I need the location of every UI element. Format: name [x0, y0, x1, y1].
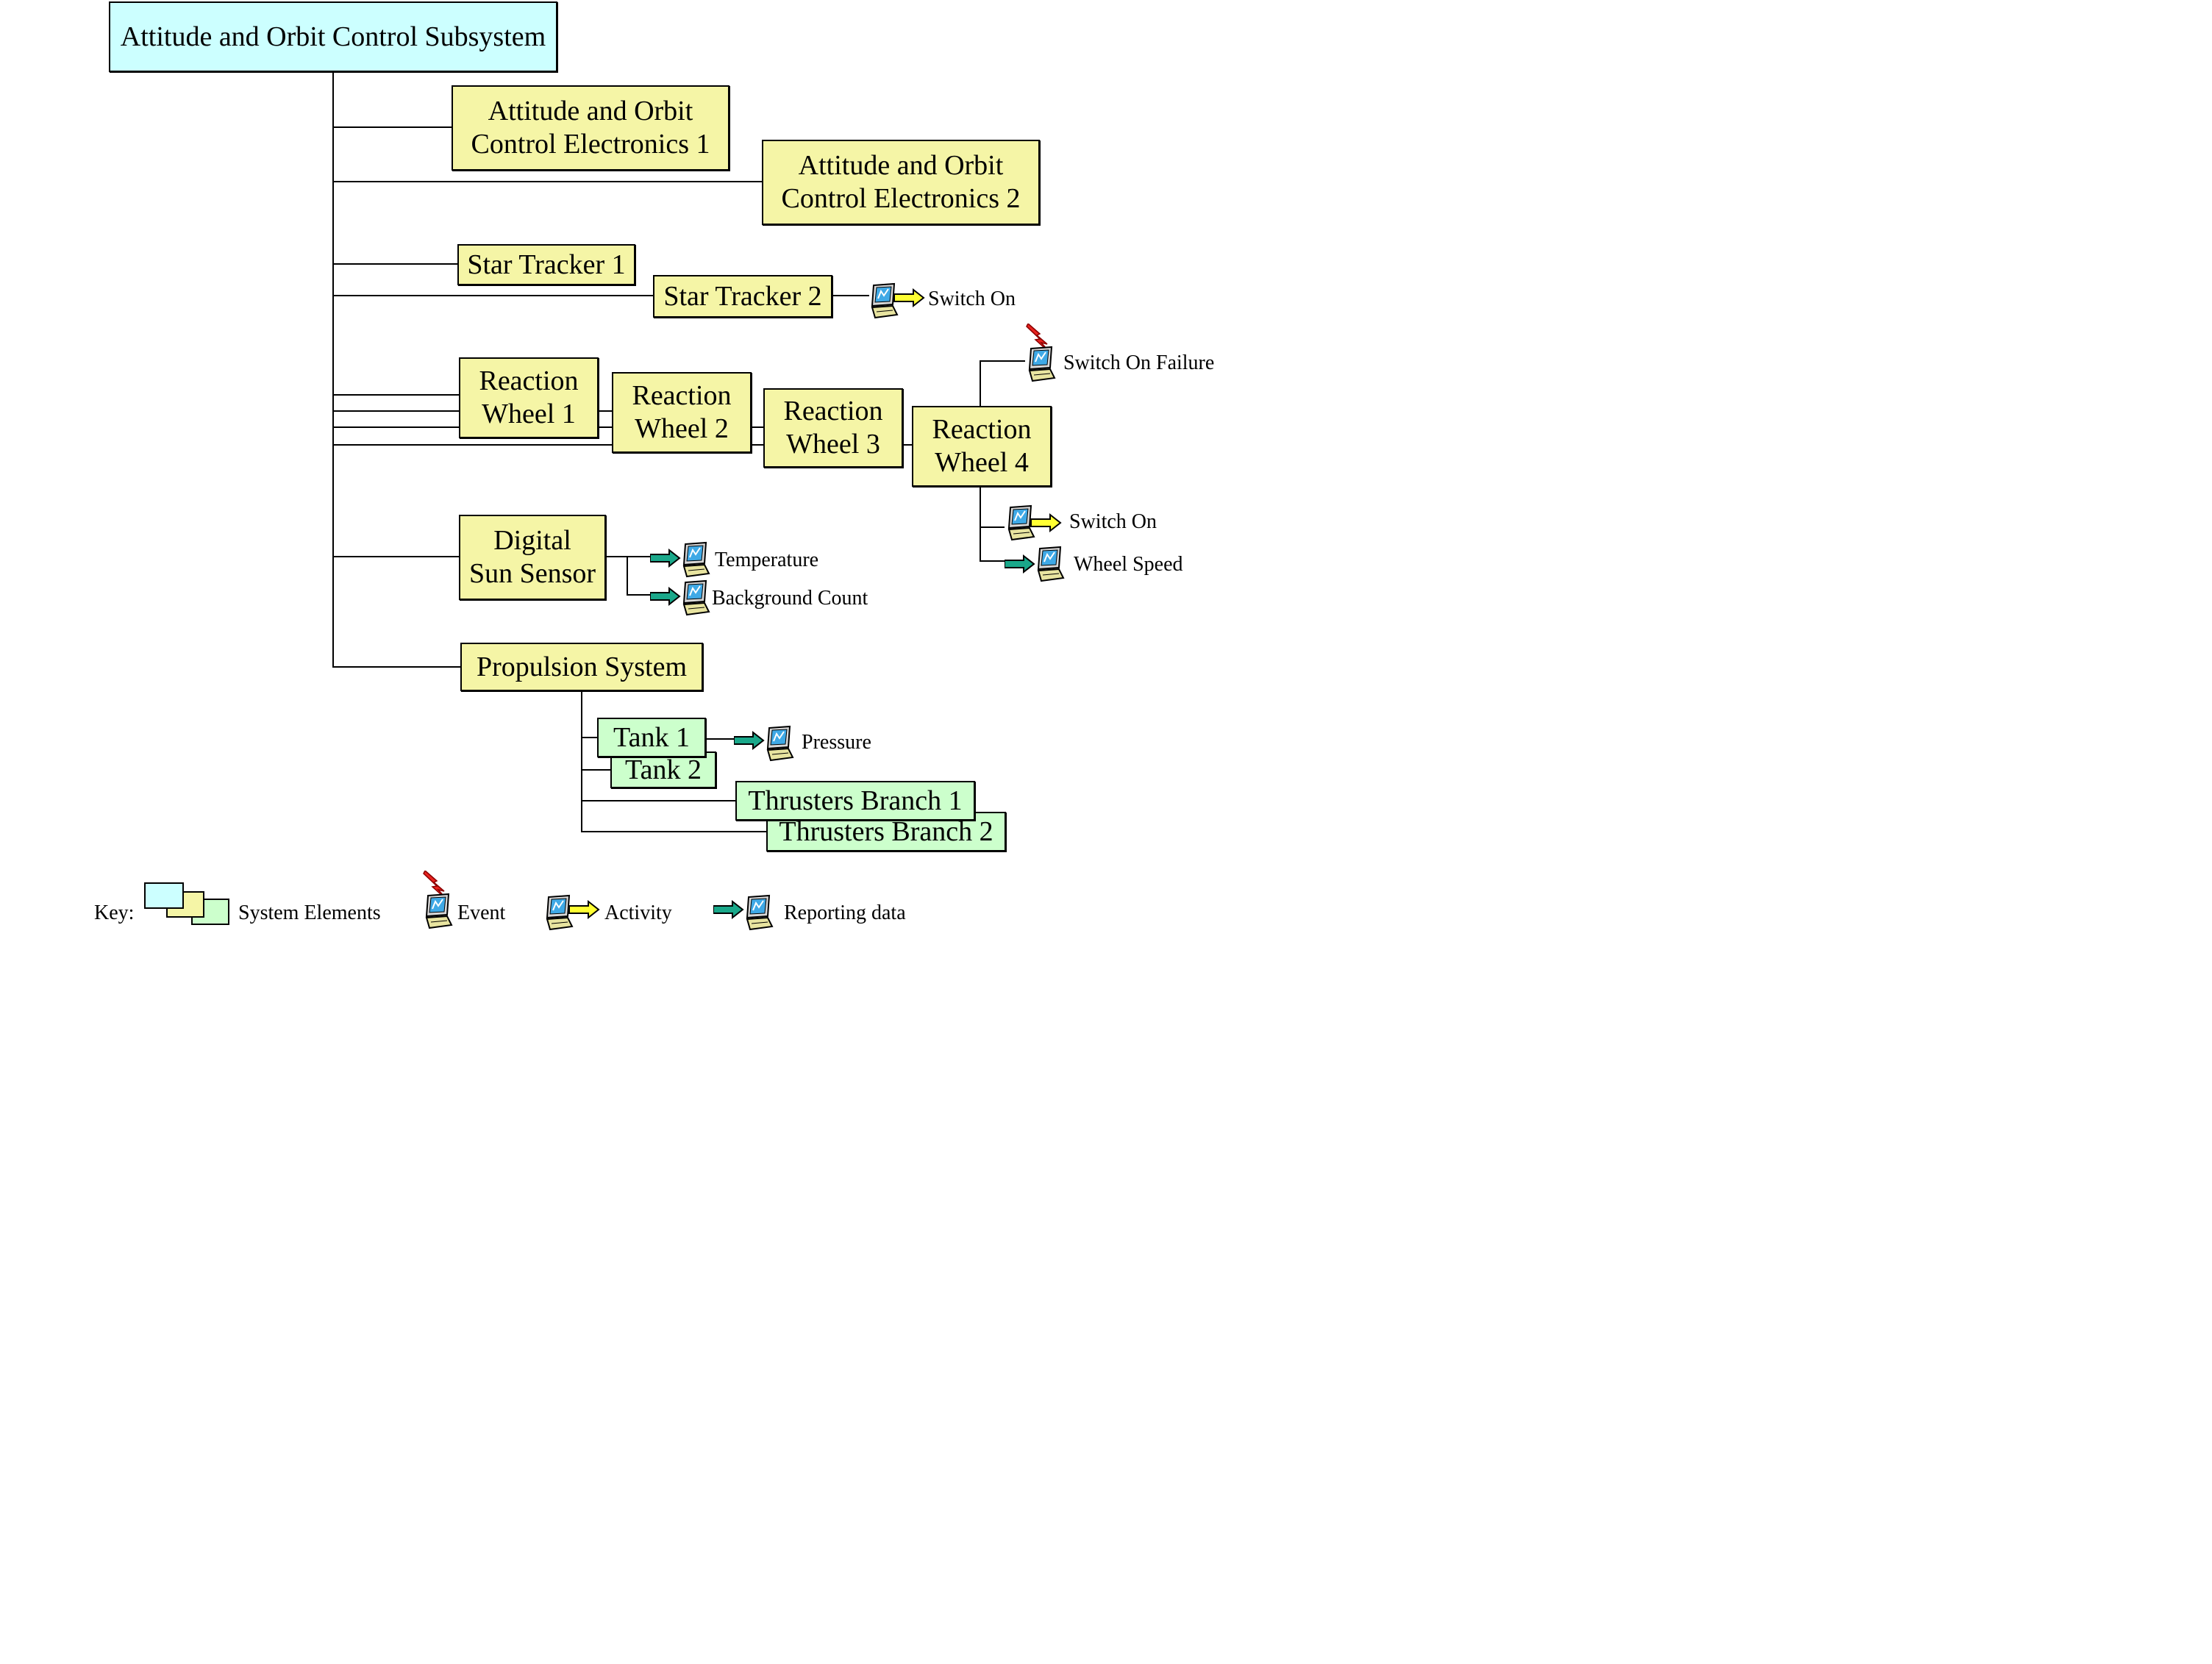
- activity-icon: [1008, 505, 1061, 540]
- connector-rw4-switchon: [980, 526, 1005, 528]
- element-aoce-1-label: Attitude and Orbit Control Electronics 1: [471, 96, 710, 160]
- element-thrusters-branch-1-label: Thrusters Branch 1: [748, 785, 963, 816]
- connector-rw4-event-v: [980, 360, 981, 406]
- element-propulsion-system[interactable]: Propulsion System: [460, 643, 703, 691]
- key-title: Key:: [94, 901, 135, 924]
- reporting-icon: [650, 542, 710, 577]
- connector-dss-out: [606, 556, 650, 557]
- element-tank-1-label: Tank 1: [613, 721, 690, 753]
- key-swatch-cyan: [144, 882, 184, 909]
- annotation-rw4-switch-on-failure: Switch On Failure: [1063, 351, 1215, 374]
- reporting-icon: [650, 580, 710, 615]
- annotation-dss-background-count: Background Count: [712, 587, 868, 610]
- element-thrusters-branch-1[interactable]: Thrusters Branch 1: [735, 781, 975, 821]
- element-star-tracker-2-label: Star Tracker 2: [663, 280, 822, 312]
- element-reaction-wheel-2[interactable]: Reaction Wheel 2: [612, 372, 752, 453]
- key-reporting-data: Reporting data: [784, 901, 906, 924]
- annotation-tank1-pressure: Pressure: [802, 731, 871, 754]
- element-star-tracker-1[interactable]: Star Tracker 1: [457, 244, 635, 285]
- reporting-icon: [734, 726, 793, 761]
- element-star-tracker-1-label: Star Tracker 1: [467, 249, 626, 280]
- connector-aoce2: [332, 181, 762, 182]
- element-tank-2-label: Tank 2: [625, 754, 702, 785]
- connector-dss: [332, 556, 459, 557]
- element-reaction-wheel-4-label: Reaction Wheel 4: [932, 414, 1032, 478]
- element-propulsion-system-label: Propulsion System: [476, 651, 688, 682]
- connector-trunk: [332, 71, 334, 668]
- key-system-elements: System Elements: [238, 901, 381, 924]
- activity-icon: [546, 895, 599, 930]
- connector-tb2: [581, 831, 766, 832]
- element-tank-2[interactable]: Tank 2: [610, 751, 716, 788]
- element-thrusters-branch-2-label: Thrusters Branch 2: [779, 815, 993, 847]
- connector-st2-activity: [831, 295, 869, 296]
- reporting-icon: [1005, 546, 1064, 582]
- connector-rw1: [332, 394, 459, 396]
- connector-tank2: [581, 769, 610, 771]
- connector-tb1: [581, 800, 735, 801]
- connector-rw4-event-h: [980, 360, 1025, 362]
- connector-st2: [332, 295, 653, 296]
- element-reaction-wheel-3-label: Reaction Wheel 3: [783, 396, 883, 460]
- annotation-st2-switch-on: Switch On: [928, 288, 1016, 310]
- connector-aoce1: [332, 126, 452, 128]
- key-activity: Activity: [604, 901, 672, 924]
- annotation-dss-temperature: Temperature: [715, 549, 819, 571]
- subsystem-root-label: Attitude and Orbit Control Subsystem: [120, 21, 546, 52]
- activity-icon: [871, 283, 924, 318]
- key-event: Event: [457, 901, 506, 924]
- connector-tank1: [581, 737, 597, 738]
- connector-prop: [332, 666, 460, 668]
- element-aoce-2-label: Attitude and Orbit Control Electronics 2: [781, 150, 1021, 214]
- annotation-rw4-wheel-speed: Wheel Speed: [1074, 553, 1183, 576]
- reporting-icon: [713, 895, 773, 930]
- element-aoce-2[interactable]: Attitude and Orbit Control Electronics 2: [762, 140, 1040, 225]
- event-icon: [423, 871, 452, 929]
- element-reaction-wheel-2-label: Reaction Wheel 2: [632, 380, 732, 444]
- element-reaction-wheel-1-label: Reaction Wheel 1: [479, 365, 579, 429]
- element-star-tracker-2[interactable]: Star Tracker 2: [653, 275, 832, 318]
- event-icon: [1026, 324, 1055, 382]
- element-tank-1[interactable]: Tank 1: [597, 718, 706, 757]
- element-reaction-wheel-3[interactable]: Reaction Wheel 3: [763, 388, 903, 468]
- connector-dss-v: [627, 556, 628, 596]
- element-aoce-1[interactable]: Attitude and Orbit Control Electronics 1: [452, 85, 729, 171]
- connector-st1: [332, 263, 457, 265]
- element-digital-sun-sensor-label: Digital Sun Sensor: [468, 525, 596, 589]
- connector-prop-trunk: [581, 691, 582, 832]
- element-reaction-wheel-1[interactable]: Reaction Wheel 1: [459, 357, 599, 438]
- annotation-rw4-switch-on: Switch On: [1069, 510, 1157, 533]
- connector-rw4-down: [980, 487, 981, 562]
- connector-tank1-pressure: [704, 738, 737, 740]
- connector-rw4-wheelspeed: [980, 560, 1005, 562]
- element-digital-sun-sensor[interactable]: Digital Sun Sensor: [459, 515, 606, 600]
- subsystem-root[interactable]: Attitude and Orbit Control Subsystem: [109, 1, 557, 72]
- element-reaction-wheel-4[interactable]: Reaction Wheel 4: [912, 406, 1052, 487]
- connector-dss-bg: [627, 594, 650, 596]
